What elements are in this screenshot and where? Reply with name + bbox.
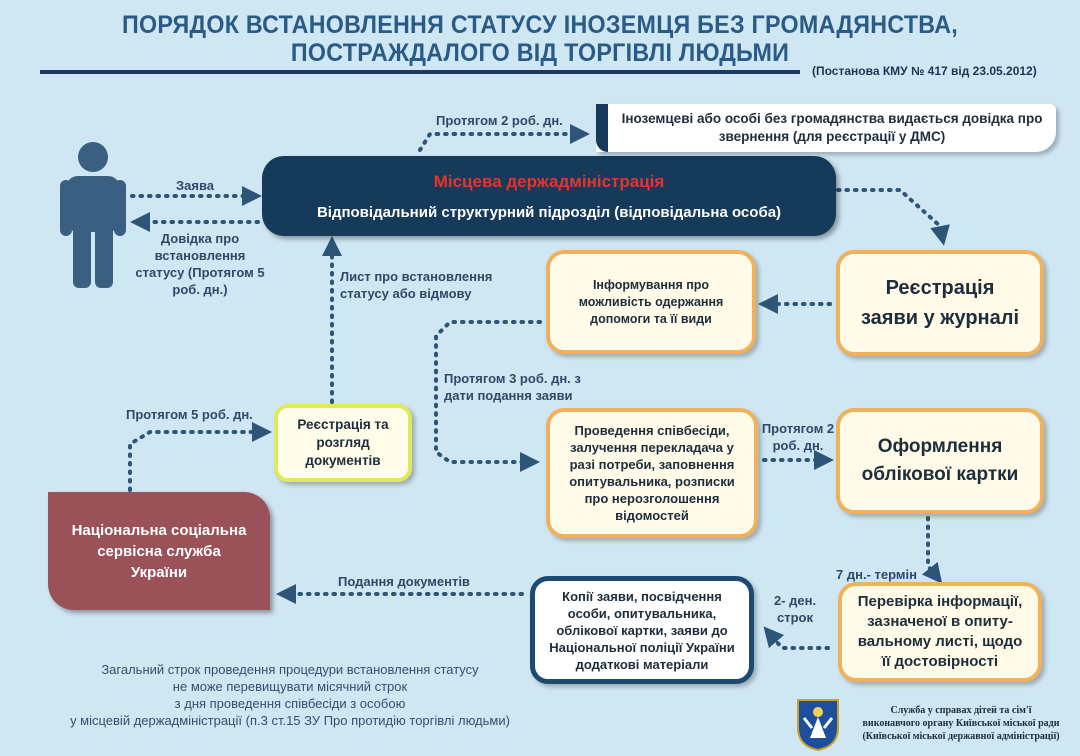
reg-docs-text: Реєстрація та розгляд документів [297, 417, 389, 468]
arrow-to-regdocs [128, 422, 272, 492]
interview-text: Проведення співбесіди, залучення перекла… [569, 423, 735, 523]
label-seven-days: 7 дн.- термін [836, 567, 917, 582]
arrow-journal [836, 188, 950, 246]
organization-line2: виконавчого органу Київської міської рад… [862, 718, 1060, 729]
certificate-text: Іноземцеві або особі без громадянства ви… [621, 111, 1043, 144]
registration-card-text: Оформлення облікової картки [861, 436, 1019, 485]
verification-text: Перевірка інформації, зазначеної в опиту… [857, 593, 1023, 670]
local-admin-title: Місцева держадміністрація [433, 171, 665, 191]
certificate-accent [596, 104, 608, 152]
footer-note-line4: у місцевій держадміністрації (п.3 ст.15 … [70, 713, 510, 728]
registration-journal-box: Реєстрація заяви у журналі [836, 250, 1044, 356]
footer-note-line1: Загальний строк проведення процедури вст… [101, 662, 479, 677]
informing-box: Інформування про можливість одержання до… [546, 250, 756, 354]
person-icon [60, 142, 126, 288]
title-underline [40, 70, 800, 74]
page-title-line1: ПОРЯДОК ВСТАНОВЛЕННЯ СТАТУСУ ІНОЗЕМЦЯ БЕ… [121, 11, 959, 39]
registration-journal-text: Реєстрація заяви у журналі [860, 277, 1020, 329]
interview-box: Проведення співбесіди, залучення перекла… [546, 408, 758, 538]
arrow-verify [921, 516, 943, 584]
label-letter: Лист про встановлення статусу або відмов… [340, 269, 493, 301]
organization: Служба у справах дітей та сім'ї виконавч… [856, 704, 1066, 743]
label-within-2: Протягом 2 роб. дн. [436, 113, 563, 128]
page-subtitle: (Постанова КМУ № 417 від 23.05.2012) [812, 64, 1037, 78]
footer-note: Загальний строк проведення процедури вст… [40, 661, 540, 729]
verification-box: Перевірка інформації, зазначеної в опиту… [838, 582, 1042, 682]
copies-text: Копії заяви, посвідчення особи, опитувал… [549, 588, 735, 672]
page-title-line2: ПОСТРАЖДАЛОГО ВІД ТОРГІВЛІ ЛЮДЬМИ [290, 39, 790, 67]
local-admin-box: Місцева держадміністрація Відповідальний… [262, 156, 836, 236]
reg-docs-box: Реєстрація та розгляд документів [274, 404, 412, 482]
label-submission: Подання документів [338, 574, 470, 589]
label-within-3: Протягом 3 роб. дн. з дати подання заяви [444, 371, 581, 403]
arrow-interview [434, 320, 542, 472]
organization-line1: Служба у справах дітей та сім'ї [890, 705, 1032, 716]
nssu-text: Національна соціальна сервісна служба Ук… [71, 521, 247, 581]
arrow-certificate [418, 124, 590, 152]
label-status-cert: Довідка про встановлення статусу (Протяг… [135, 231, 265, 297]
label-within-2b: Протягом 2 роб. дн. [761, 421, 835, 453]
registration-card-box: Оформлення облікової картки [836, 408, 1044, 514]
label-application: Заява [176, 178, 215, 193]
local-admin-subtitle: Відповідальний структурний підрозділ (ві… [316, 203, 782, 221]
kyiv-emblem-icon [797, 699, 839, 752]
label-within-5: Протягом 5 роб. дн. [126, 407, 253, 422]
footer-note-line3: з дня проведення співбесіди з особою [174, 696, 406, 711]
organization-line3: (Київської міської державної адміністрац… [862, 731, 1060, 742]
certificate-box: Іноземцеві або особі без громадянства ви… [596, 104, 1056, 152]
copies-box: Копії заяви, посвідчення особи, опитувал… [530, 576, 754, 684]
arrow-copies [763, 626, 830, 650]
footer-note-line2: не може перевищувати місячний строк [172, 679, 408, 694]
label-two-days: 2- ден. строк [773, 593, 817, 625]
informing-text: Інформування про можливість одержання до… [578, 277, 724, 326]
nssu-box: Національна соціальна сервісна служба Ук… [48, 492, 270, 610]
